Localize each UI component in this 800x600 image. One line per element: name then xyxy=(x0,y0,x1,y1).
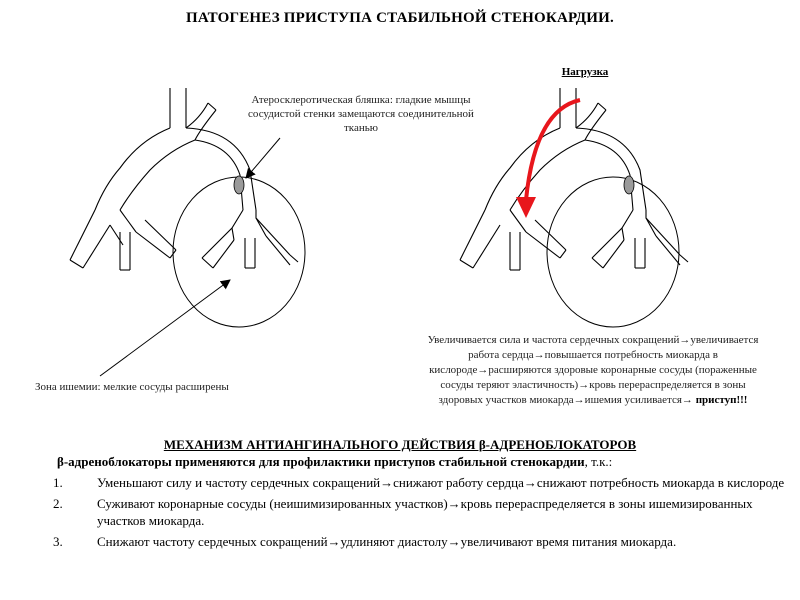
plaque-label: Атеросклеротическая бляшка: гладкие мышц… xyxy=(248,94,474,134)
right-coronary-tree xyxy=(459,88,689,271)
ischemia-pointer-arrow xyxy=(99,279,231,377)
mechanism-intro-rest: , т.к.: xyxy=(584,454,613,469)
list-item-number: 2. xyxy=(53,496,63,511)
left-heart-circle xyxy=(172,176,306,328)
mechanism-intro: β-адреноблокаторы применяются для профил… xyxy=(57,454,777,470)
left-coronary-tree xyxy=(69,88,299,271)
effect-description: Увеличивается сила и частота сердечных с… xyxy=(418,333,768,408)
atherosclerotic-plaque-right xyxy=(623,175,635,195)
list-item: 1. Уменьшают силу и частоту сердечных со… xyxy=(20,474,795,491)
red-blood-flow-arrow xyxy=(516,98,581,218)
effect-text: Увеличивается сила и частота сердечных с… xyxy=(427,334,759,406)
mechanism-intro-bold: β-адреноблокаторы применяются для профил… xyxy=(57,454,585,469)
list-item-number: 1. xyxy=(53,475,63,490)
right-heart-circle xyxy=(546,176,680,328)
list-item-number: 3. xyxy=(53,534,63,549)
load-label: Нагрузка xyxy=(561,66,609,78)
mechanism-title: МЕХАНИЗМ АНТИАНГИНАЛЬНОГО ДЕЙСТВИЯ β-АДР… xyxy=(163,437,637,452)
effect-emphasis: приступ!!! xyxy=(695,394,748,406)
list-item: 3. Снижают частоту сердечных сокращений→… xyxy=(20,533,795,550)
mechanism-list: 1. Уменьшают силу и частоту сердечных со… xyxy=(20,474,795,554)
list-item: 2. Суживают коронарные сосуды (неишимизи… xyxy=(20,495,795,529)
page-title: ПАТОГЕНЕЗ ПРИСТУПА СТАБИЛЬНОЙ СТЕНОКАРДИ… xyxy=(186,10,614,26)
list-item-text: Снижают частоту сердечных сокращений→удл… xyxy=(97,534,677,549)
atherosclerotic-plaque xyxy=(233,175,245,195)
list-item-text: Суживают коронарные сосуды (неишимизиров… xyxy=(97,496,753,528)
ischemia-zone-label: Зона ишемии: мелкие сосуды расширены xyxy=(35,381,229,393)
plaque-pointer-arrow xyxy=(245,137,281,179)
list-item-text: Уменьшают силу и частоту сердечных сокра… xyxy=(97,475,785,490)
